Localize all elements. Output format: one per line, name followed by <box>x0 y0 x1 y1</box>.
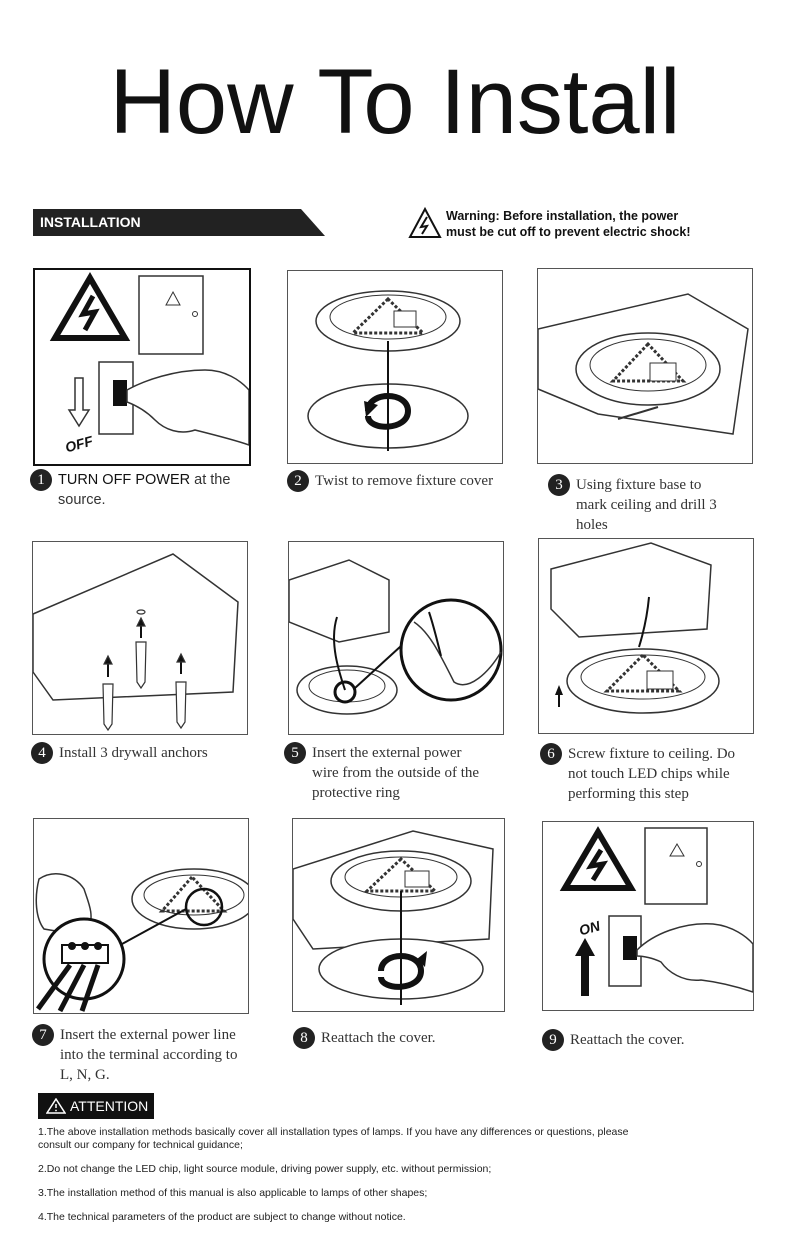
step-number-2: 2 <box>287 470 309 492</box>
page-title: How To Install <box>109 51 681 153</box>
warning-notice: Warning: Before installation, the power … <box>408 207 748 243</box>
warning-line-1: Warning: Before installation, the power <box>446 209 679 223</box>
step2-illustration <box>287 270 503 464</box>
step5-illustration <box>288 541 504 735</box>
step3-illustration <box>537 268 753 464</box>
step-6-line-3: performing this step <box>568 786 689 802</box>
step-number-9: 9 <box>542 1029 564 1051</box>
attention-notes: 1.The above installation methods basical… <box>38 1126 648 1235</box>
step-number-1: 1 <box>30 469 52 491</box>
drywall-anchors-illustration <box>33 553 239 732</box>
note-3: 3.The installation method of this manual… <box>38 1187 428 1199</box>
step7-illustration <box>33 818 249 1014</box>
step-number-8: 8 <box>293 1027 315 1049</box>
installation-label: INSTALLATION <box>40 214 141 230</box>
step-5-line-3: protective ring <box>312 785 400 801</box>
step4-illustration <box>32 541 248 735</box>
terminal-wiring-illustration <box>35 868 248 1013</box>
step-7-line-3: L, N, G. <box>60 1067 110 1083</box>
warning-triangle-icon <box>46 1098 66 1114</box>
step-2-text: Twist to remove fixture cover <box>315 473 494 489</box>
step-5-line-2: wire from the outside of the <box>312 765 480 781</box>
power-on-illustration <box>559 826 753 996</box>
step1-illustration: OFF <box>33 268 251 466</box>
step-3-line-1: Using fixture base to <box>576 477 702 493</box>
step-6-line-2: not touch LED chips while <box>568 766 730 782</box>
warning-line-2: must be cut off to prevent electric shoc… <box>446 225 691 239</box>
reattach-cover-illustration <box>293 830 494 1005</box>
danger-triangle-icon <box>559 826 637 891</box>
step-number-6: 6 <box>540 743 562 765</box>
electric-warning-icon <box>408 207 442 238</box>
step-1-bold: TURN OFF POWER <box>58 472 191 488</box>
step-number-7: 7 <box>32 1024 54 1046</box>
step-number-5: 5 <box>284 742 306 764</box>
note-1: 1.The above installation methods basical… <box>38 1126 629 1151</box>
attention-banner: ATTENTION <box>38 1093 154 1119</box>
step-4-text: Install 3 drywall anchors <box>59 745 208 761</box>
twist-cover-illustration <box>307 290 469 451</box>
step8-illustration <box>292 818 505 1012</box>
step-number-3: 3 <box>548 474 570 496</box>
step-6-line-1: Screw fixture to ceiling. Do <box>568 746 736 762</box>
step6-illustration <box>538 538 754 734</box>
step-3-line-3: holes <box>576 517 608 533</box>
insert-wire-illustration <box>289 559 503 715</box>
danger-triangle-icon <box>49 272 131 341</box>
power-off-illustration <box>49 272 249 446</box>
note-2: 2.Do not change the LED chip, light sour… <box>38 1163 492 1175</box>
step9-illustration: ON <box>542 821 754 1011</box>
anchor-1 <box>135 609 147 690</box>
step-number-4: 4 <box>31 742 53 764</box>
anchor-3 <box>175 652 187 730</box>
note-4: 4.The technical parameters of the produc… <box>38 1211 406 1223</box>
step-5-line-1: Insert the external power <box>312 745 462 761</box>
step-9-text: Reattach the cover. <box>570 1032 685 1048</box>
anchor-2 <box>102 654 114 732</box>
step-1-text-2: source. <box>58 492 106 508</box>
attention-label: ATTENTION <box>70 1098 149 1114</box>
step-8-text: Reattach the cover. <box>321 1030 436 1046</box>
screw-fixture-illustration <box>550 542 720 714</box>
installation-banner: INSTALLATION <box>33 209 325 236</box>
step-1-text: at the <box>190 472 231 488</box>
step-7-line-1: Insert the external power line <box>60 1027 236 1043</box>
mark-ceiling-illustration <box>538 293 749 435</box>
step-7-line-2: into the terminal according to <box>60 1047 238 1063</box>
step-3-line-2: mark ceiling and drill 3 <box>576 497 717 513</box>
